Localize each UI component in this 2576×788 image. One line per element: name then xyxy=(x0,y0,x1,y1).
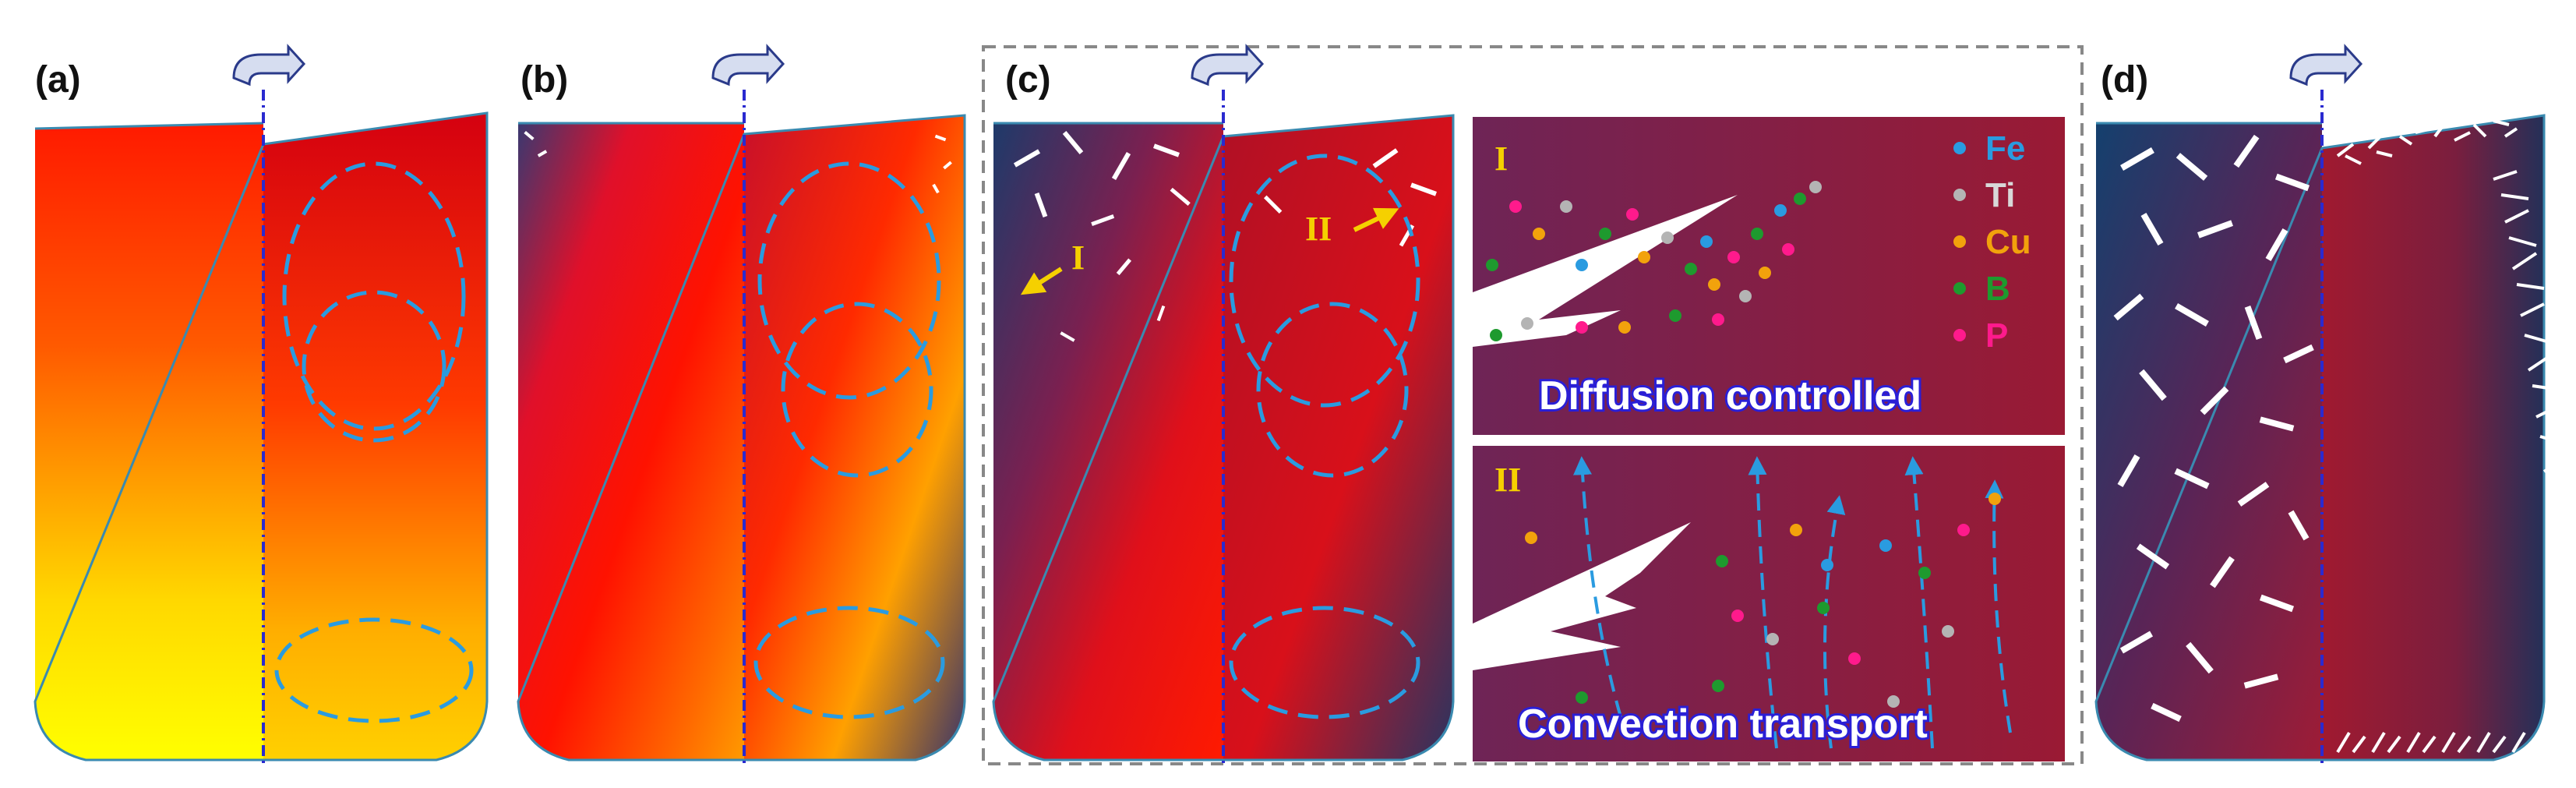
crucible-d xyxy=(2094,44,2576,764)
legend-dot-fe xyxy=(1953,142,1966,154)
legend-label-ti: Ti xyxy=(1985,176,2015,214)
rotation-icon-d xyxy=(2289,44,2363,87)
legend-label-fe: Fe xyxy=(1985,129,2025,168)
rotation-icon-c xyxy=(1191,44,1265,87)
solute-dots-bottom xyxy=(1525,493,2001,708)
inset-top-caption: Diffusion controlled xyxy=(1539,373,1921,419)
legend-dot-cu xyxy=(1953,235,1966,248)
legend-label-p: P xyxy=(1985,316,2008,355)
convection-arrows-c xyxy=(1229,154,1420,719)
legend-dot-p xyxy=(1953,329,1966,341)
inset-bottom-caption: Convection transport xyxy=(1518,701,1928,747)
legend-dot-b xyxy=(1953,282,1966,295)
rotation-icon-b xyxy=(711,44,785,87)
crystals-b xyxy=(524,130,952,194)
crystal-tip-top xyxy=(1473,195,1738,347)
crystal-tip-bottom xyxy=(1473,522,1691,670)
panel-label-a: (a) xyxy=(35,59,81,101)
panel-c-dashed-frame xyxy=(982,45,2084,765)
equiaxed-crystals-d xyxy=(2113,134,2314,723)
marker-arrow-two xyxy=(1353,207,1399,232)
marker-label-two: II xyxy=(1305,210,1332,248)
legend-label-cu: Cu xyxy=(1985,223,2031,261)
panel-label-c: (c) xyxy=(1005,59,1051,101)
inset-convection: II Convection transport xyxy=(1473,446,2065,761)
crucible-a xyxy=(34,44,489,764)
inset-bottom-roman: II xyxy=(1494,461,1521,499)
crucible-c: I II xyxy=(992,44,1455,764)
inset-diffusion: I xyxy=(1473,117,2065,435)
marker-arrow-one xyxy=(1020,267,1063,295)
convection-arrows-b xyxy=(753,161,945,719)
marker-label-one: I xyxy=(1071,239,1085,277)
legend-dot-ti xyxy=(1953,189,1966,201)
crucible-b xyxy=(517,44,966,764)
convection-arrows-a xyxy=(274,161,474,723)
panel-label-b: (b) xyxy=(520,59,568,101)
element-legend: Fe Ti Cu B P xyxy=(1953,129,2031,355)
flow-arrows-bottom xyxy=(1573,456,2012,749)
solute-dots-top xyxy=(1486,181,1822,341)
inset-top-roman: I xyxy=(1494,140,1508,178)
legend-label-b: B xyxy=(1985,270,2010,308)
panel-label-d: (d) xyxy=(2101,59,2148,101)
rotation-icon-a xyxy=(232,44,306,87)
columnar-crystals-d xyxy=(2336,119,2576,754)
